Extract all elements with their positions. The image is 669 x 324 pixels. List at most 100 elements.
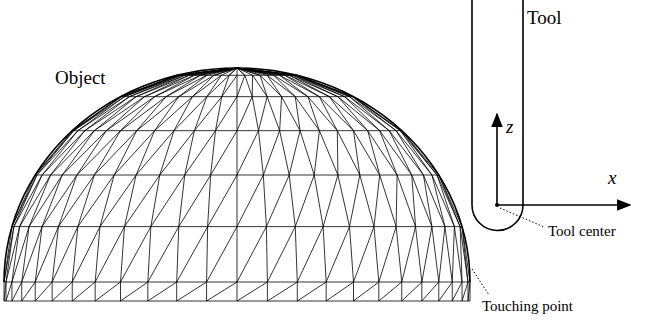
mesh-edge [237, 75, 238, 96]
mesh-edge [293, 75, 345, 96]
mesh-edge [354, 131, 360, 175]
mesh-edge [207, 282, 237, 301]
mesh-edge [121, 75, 177, 96]
mesh-edge [314, 175, 323, 227]
mesh-edge [52, 282, 53, 301]
mesh-edge [266, 175, 289, 227]
mesh-edge [267, 282, 268, 301]
mesh-edge [402, 227, 416, 282]
mesh-edge [350, 175, 360, 227]
mesh-edge [237, 175, 263, 227]
mesh-edge [338, 175, 350, 227]
mesh-edge [95, 282, 120, 301]
mesh-edge [295, 75, 349, 96]
mesh-edge [185, 131, 216, 175]
mesh-edge [72, 282, 95, 301]
mesh-edge [259, 97, 268, 131]
mesh-edge [237, 282, 238, 301]
mesh-edge [462, 227, 470, 282]
mesh-edge [74, 97, 125, 131]
mesh-edge [207, 227, 208, 282]
mesh-edge [11, 282, 12, 301]
mesh-edge [237, 75, 245, 96]
mesh-edge [129, 75, 184, 96]
mesh-edge [121, 227, 151, 282]
mesh-edge [350, 97, 390, 131]
mesh-edge [263, 131, 279, 175]
mesh-edge [295, 97, 319, 131]
mesh-edge [337, 131, 339, 175]
mesh-edge [267, 282, 297, 301]
callout-label: Tool center [548, 224, 616, 239]
mesh-edge [237, 131, 238, 175]
mesh-edge [120, 282, 121, 301]
mesh-edge [350, 227, 354, 282]
mesh-edge [282, 97, 300, 131]
mesh-edge [72, 227, 100, 282]
mesh-edge [29, 175, 62, 227]
mesh-edge [52, 282, 72, 301]
mesh-edge [94, 131, 136, 175]
mesh-edge [222, 75, 229, 96]
mesh-edge [148, 282, 177, 301]
mesh-edge [439, 282, 452, 301]
mesh-edge [114, 131, 137, 175]
object-label: Object [55, 68, 106, 87]
mesh-edge [77, 131, 121, 175]
mesh-edge [374, 175, 380, 227]
mesh-edge [337, 131, 360, 175]
mesh-edge [354, 131, 380, 175]
mesh-edge [121, 97, 155, 131]
mesh-edge [297, 75, 353, 96]
mesh-edge [124, 175, 159, 227]
mesh-edge [397, 175, 415, 227]
mesh-edge [289, 175, 295, 227]
mesh-edge [208, 175, 211, 227]
mesh-edge [14, 175, 37, 227]
mesh-edge [252, 75, 253, 96]
mesh-edge [422, 227, 432, 282]
mesh-edge [174, 97, 207, 131]
mesh-edge [106, 97, 154, 131]
mesh-edge [62, 131, 106, 175]
mesh-edge [136, 131, 174, 175]
mesh-edge [160, 131, 174, 175]
mesh-edge [229, 68, 237, 75]
mesh-edge [439, 175, 462, 227]
mesh-edge [5, 282, 6, 301]
mesh-edge [402, 131, 439, 175]
mesh-edge [400, 131, 432, 175]
mesh-edge [468, 282, 470, 301]
mesh-edge [295, 227, 297, 282]
mesh-edge [21, 282, 22, 301]
mesh-edge [354, 97, 402, 131]
mesh-edge [326, 282, 353, 301]
x-axis [497, 204, 630, 206]
mesh-edge [52, 227, 78, 282]
mesh-edge [78, 97, 130, 131]
tool-outline [472, 0, 523, 231]
leader-line [472, 269, 489, 295]
mesh-edge [100, 175, 114, 227]
mesh-edge [445, 227, 452, 282]
mesh-edge [94, 131, 120, 175]
mesh-edge [422, 282, 439, 301]
mesh-edge [323, 227, 326, 282]
mesh-edge [353, 97, 401, 131]
mesh-edge [147, 282, 148, 301]
mesh-edge [374, 227, 379, 282]
mesh-edge [319, 131, 338, 175]
tool-label: Tool [527, 8, 562, 27]
mesh-edge [323, 175, 338, 227]
mesh-edge [380, 175, 396, 227]
mesh-edge [206, 282, 207, 301]
hemisphere-mesh [4, 68, 470, 301]
mesh-edge [14, 175, 42, 227]
mesh-edge [437, 175, 460, 227]
mesh-edge [396, 227, 402, 282]
tool-shape: Tool [470, 0, 525, 234]
mesh-edge [151, 175, 185, 227]
mesh-edge [151, 175, 160, 227]
mesh-edge [155, 97, 193, 131]
